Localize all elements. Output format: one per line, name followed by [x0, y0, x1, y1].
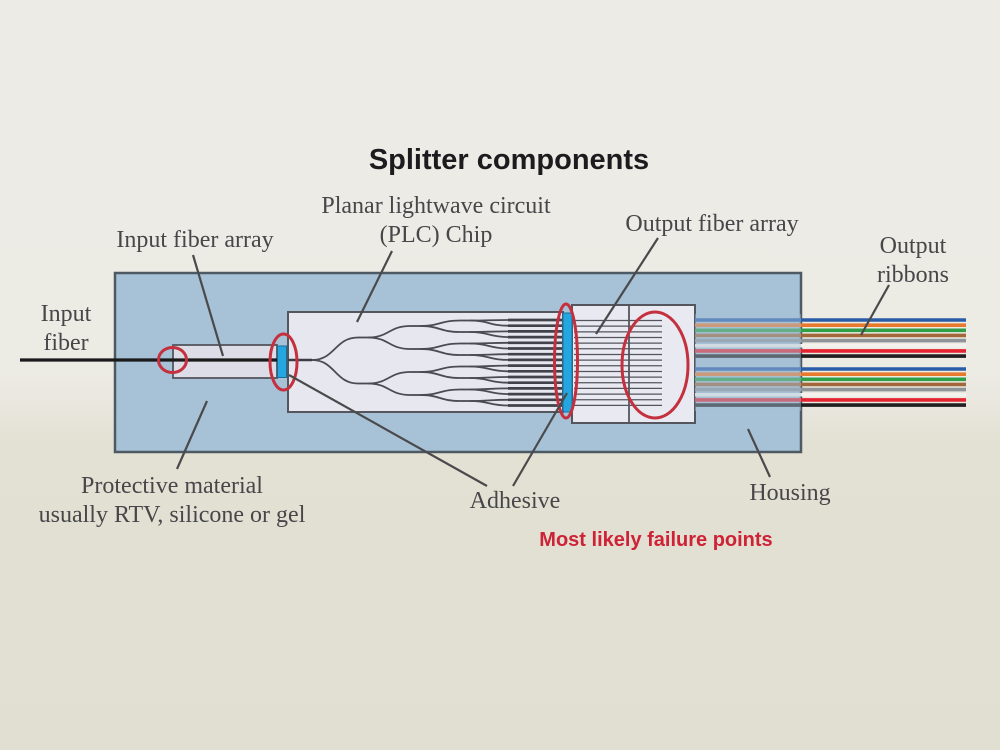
label-input-fiber-line1: Input	[40, 301, 92, 327]
output-ribbons-lines	[695, 318, 966, 407]
label-output-ribbons: Output ribbons	[877, 232, 949, 290]
waveguide-split	[469, 354, 509, 361]
waveguide-split	[311, 336, 359, 361]
output-fiber-lines	[574, 319, 662, 407]
label-plc-chip-line1: Planar lightwave circuit	[321, 193, 551, 219]
waveguide-split	[367, 382, 411, 396]
waveguide-split	[419, 394, 461, 402]
label-output-ribbons-line1: Output	[879, 233, 947, 259]
label-protective-line2: usually RTV, silicone or gel	[38, 502, 306, 528]
label-plc-chip-line2: (PLC) Chip	[379, 222, 493, 248]
waveguide-split	[419, 371, 461, 379]
waveguide-split	[469, 342, 509, 350]
label-input-fiber: Input fiber	[41, 300, 92, 358]
waveguide-split	[311, 359, 359, 385]
label-failure-note: Most likely failure points	[539, 529, 773, 551]
housing-tint-overlay	[695, 314, 801, 411]
label-protective-line1: Protective material	[81, 473, 263, 499]
label-protective-material: Protective material usually RTV, silicon…	[39, 472, 306, 530]
label-output-fiber-array: Output fiber array	[625, 211, 799, 237]
waveguide-tree	[288, 318, 562, 407]
waveguide-split	[469, 319, 509, 327]
failure-ellipse-adhesive-right	[553, 302, 579, 420]
leader-protective-material	[175, 400, 209, 470]
leader-plc-chip	[356, 250, 393, 323]
leader-output-ribbons	[860, 284, 890, 336]
waveguide-split	[469, 365, 509, 373]
label-input-fiber-line2: fiber	[43, 330, 89, 356]
waveguide-split	[419, 325, 461, 333]
waveguide-split	[469, 377, 509, 384]
leader-housing	[747, 428, 771, 478]
leader-adhesive-left	[288, 374, 488, 487]
label-input-fiber-array: Input fiber array	[116, 227, 274, 253]
waveguide-split	[469, 331, 509, 338]
waveguide-split	[367, 336, 411, 350]
waveguide-split	[469, 388, 509, 395]
waveguide-split	[469, 400, 509, 407]
leader-output-fiber-array	[595, 237, 659, 335]
label-output-ribbons-line2: ribbons	[877, 262, 949, 288]
label-adhesive: Adhesive	[469, 488, 561, 514]
adhesive-bar-left	[277, 345, 287, 378]
leader-adhesive-right	[512, 392, 568, 487]
leader-input-fiber-array	[191, 254, 225, 357]
label-plc-chip: Planar lightwave circuit (PLC) Chip	[321, 192, 550, 250]
failure-ellipse-input-fiber	[157, 346, 188, 374]
diagram-title: Splitter components	[368, 144, 650, 176]
label-housing: Housing	[749, 480, 831, 506]
failure-ellipse-output-fibers	[620, 310, 690, 420]
adhesive-bar-right	[562, 312, 573, 413]
failure-ellipse-adhesive-left	[268, 332, 299, 392]
waveguide-split	[419, 348, 461, 356]
